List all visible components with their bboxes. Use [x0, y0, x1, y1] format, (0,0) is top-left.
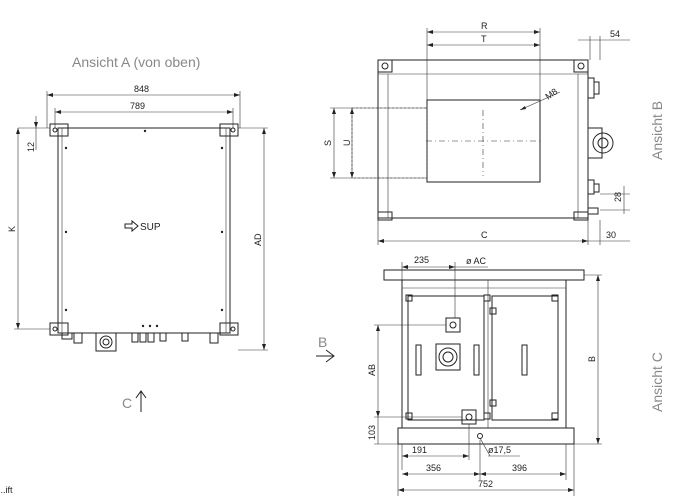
- dimension-191-label: 191: [412, 445, 427, 455]
- dimension-ad-label: AD: [253, 233, 263, 246]
- dimension-789-label: 789: [130, 101, 145, 111]
- view-c-title: Ansicht C: [649, 352, 665, 412]
- dimension-356-label: 356: [426, 463, 441, 473]
- dimension-b-label: B: [587, 356, 597, 362]
- dimension-103: 103: [367, 416, 462, 445]
- dimension-r-label: R: [481, 21, 488, 31]
- dimension-848: 848: [46, 84, 241, 128]
- dimension-28-label: 28: [613, 192, 623, 202]
- dimension-356-396: 356 396: [402, 440, 567, 480]
- view-b-title: Ansicht B: [649, 101, 665, 160]
- view-b: R T 54: [323, 21, 665, 245]
- view-a: Ansicht A (von oben) 848 789: [7, 54, 268, 412]
- dimension-235-label: 235: [414, 255, 429, 265]
- dimension-s-label: S: [323, 140, 333, 146]
- top-rail: [383, 269, 585, 281]
- dimension-54: 54: [578, 29, 630, 60]
- right-panel: [491, 295, 559, 421]
- dimension-235: 235: [401, 255, 456, 318]
- dimension-ab-label: AB: [367, 364, 377, 376]
- left-panel: [407, 295, 485, 421]
- dimension-30-label: 30: [606, 230, 616, 240]
- dimension-b-height: B: [574, 274, 602, 445]
- panel-latches: [405, 294, 559, 420]
- dimension-54-label: 54: [610, 29, 620, 39]
- dimension-848-label: 848: [134, 84, 149, 94]
- dimension-ac-label: ø AC: [466, 256, 487, 266]
- dimension-t: T: [427, 34, 540, 47]
- dimension-191: 191: [401, 424, 470, 470]
- motor-connector: [435, 343, 461, 371]
- view-b-arrow: B: [316, 334, 335, 363]
- supply-arrow-icon: SUP: [124, 219, 161, 233]
- view-a-title: Ansicht A (von oben): [72, 54, 200, 70]
- dimension-k: K: [7, 128, 50, 330]
- dimension-ad: AD: [238, 127, 268, 351]
- duct-outline: [351, 99, 541, 183]
- dimension-r: R: [426, 21, 541, 100]
- side-fittings: [587, 77, 614, 215]
- dimension-k-label: K: [7, 226, 17, 232]
- dimension-752: 752: [397, 444, 575, 496]
- view-b-arrow-label: B: [318, 334, 327, 350]
- dimension-30: 30: [588, 220, 630, 245]
- view-c: 235 ø AC: [367, 255, 665, 496]
- dimension-c-label: C: [481, 230, 488, 240]
- panel-screws: [64, 129, 224, 312]
- dimension-28: 28: [600, 186, 630, 214]
- dimension-103-label: 103: [367, 425, 377, 440]
- dimension-396-label: 396: [512, 463, 527, 473]
- dimension-ac: ø AC: [455, 256, 488, 268]
- dimension-u-label: U: [342, 140, 352, 147]
- dimension-12-label: 12: [26, 142, 36, 152]
- dimension-s: S: [323, 107, 352, 179]
- dimension-c: C: [377, 220, 589, 245]
- base-frame: [397, 427, 575, 445]
- dimension-789: 789: [54, 101, 234, 128]
- cut-off-text: ...ift: [0, 485, 13, 495]
- dimension-17-5-label: ø17,5: [488, 445, 511, 455]
- panel-handles: [415, 344, 528, 376]
- bottom-connectors: [61, 324, 219, 352]
- view-c-arrow-label: C: [122, 395, 132, 411]
- dimension-ab: AB: [367, 324, 446, 417]
- m8-label: M8: [543, 86, 559, 101]
- dimension-t-label: T: [481, 34, 487, 44]
- view-c-arrow: C: [122, 390, 147, 412]
- dimension-752-label: 752: [478, 479, 493, 489]
- dimension-17-5: ø17,5: [479, 437, 520, 457]
- supply-label: SUP: [140, 222, 161, 233]
- dimension-12: 12: [18, 116, 50, 152]
- dimension-u: U: [342, 108, 354, 178]
